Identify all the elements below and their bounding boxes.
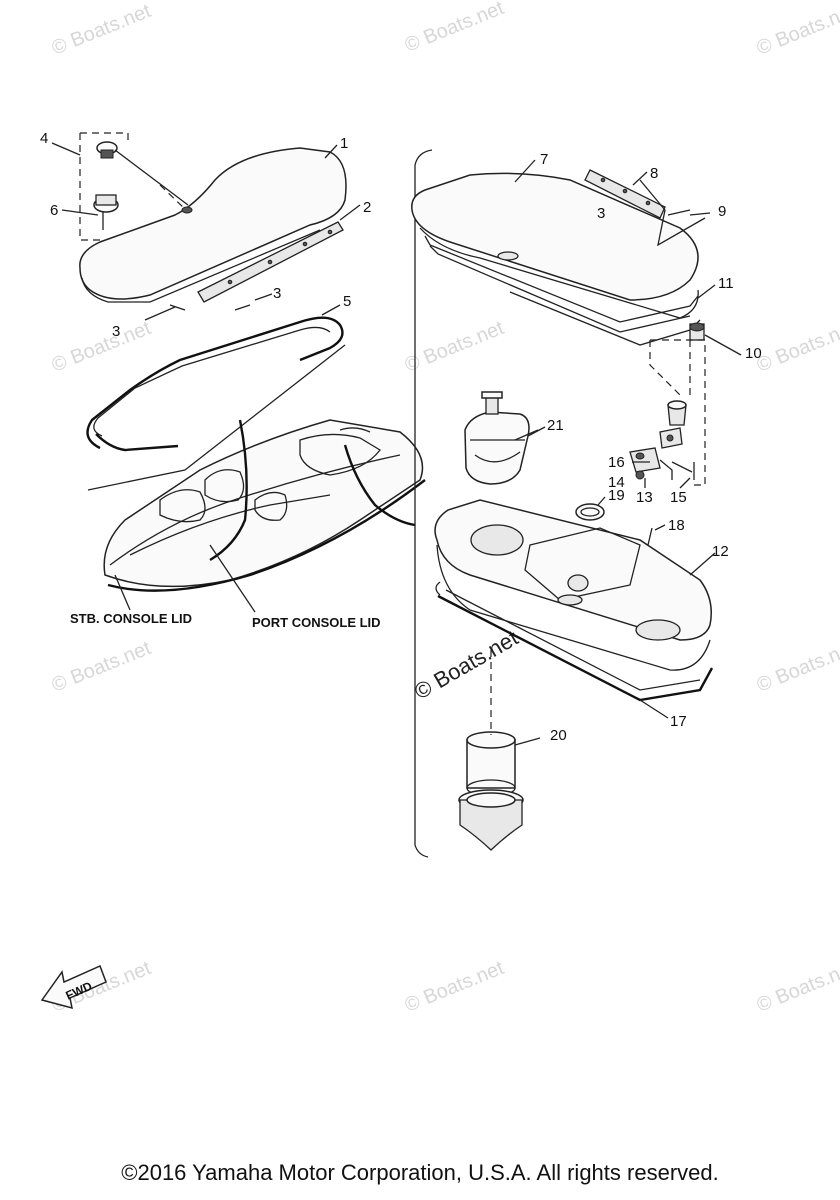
- callout-7: 7: [540, 151, 548, 168]
- callout-4: 4: [40, 130, 48, 147]
- watermark-dark: © Boats.net: [410, 625, 522, 704]
- sleeve-part-20: [466, 731, 516, 797]
- latch-part-10: [689, 322, 705, 341]
- callout-14: 14: [608, 474, 625, 491]
- part-14: [635, 470, 645, 480]
- console-tray-part-12: [434, 499, 712, 671]
- callout-1: 1: [340, 135, 348, 152]
- callout-3: 3: [273, 285, 281, 302]
- watermark: © Boats.net: [402, 957, 508, 1017]
- callout-17: 17: [670, 713, 687, 730]
- callout-18: 18: [668, 517, 685, 534]
- knob-part-4: [96, 141, 118, 159]
- callout-21: 21: [547, 417, 564, 434]
- callout-3: 3: [112, 323, 120, 340]
- callout-2: 2: [363, 199, 371, 216]
- watermark: © Boats.net: [49, 0, 155, 60]
- console-lid-part-7: [411, 172, 699, 319]
- watermark: © Boats.net: [754, 317, 840, 377]
- callout-3: 3: [597, 205, 605, 222]
- watermark: © Boats.net: [754, 637, 840, 697]
- boat-illustration: [103, 419, 426, 592]
- callout-5: 5: [343, 293, 351, 310]
- console-lid-part-1: [79, 147, 347, 303]
- callout-13: 13: [636, 489, 653, 506]
- callout-16: 16: [608, 454, 625, 471]
- caption-stb-console-lid: STB. CONSOLE LID: [70, 611, 192, 626]
- cup-holder-part-21: [464, 391, 530, 485]
- callout-20: 20: [550, 727, 567, 744]
- callout-15: 15: [670, 489, 687, 506]
- right-assembly: [411, 149, 714, 858]
- watermark: © Boats.net: [754, 957, 840, 1017]
- hinge-part-2: [197, 221, 344, 303]
- latch-right-part: [659, 427, 683, 449]
- watermark: © Boats.net: [754, 0, 840, 60]
- callout-6: 6: [50, 202, 58, 219]
- callout-11: 11: [718, 275, 734, 292]
- gasket-part-17: [435, 581, 714, 702]
- left-assembly: [79, 132, 426, 613]
- hinge-part-8: [584, 169, 666, 219]
- callout-leaders: [51, 142, 742, 719]
- callout-9: 9: [718, 203, 726, 220]
- copyright-notice: ©2016 Yamaha Motor Corporation, U.S.A. A…: [121, 1160, 719, 1185]
- ring-part-19: [575, 503, 605, 521]
- caption-port-console-lid: PORT CONSOLE LID: [252, 615, 381, 630]
- callout-10: 10: [745, 345, 762, 362]
- callout-19: 19: [608, 487, 625, 504]
- watermark: © Boats.net: [49, 637, 155, 697]
- cup-part: [667, 400, 687, 426]
- callout-12: 12: [712, 543, 729, 560]
- watermark: © Boats.net: [402, 0, 508, 57]
- seal-part-5: [86, 316, 344, 452]
- latch-part-13: [629, 447, 661, 473]
- callout-8: 8: [650, 165, 658, 182]
- watermark: © Boats.net: [402, 317, 508, 377]
- watermark: © Boats.net: [49, 317, 155, 377]
- cup-base-part: [458, 789, 524, 851]
- lock-part-6: [93, 194, 119, 230]
- callouts: 1 2 3 3 3 4 5 6 7 8 9 10 11 12 13 14 15 …: [40, 130, 762, 744]
